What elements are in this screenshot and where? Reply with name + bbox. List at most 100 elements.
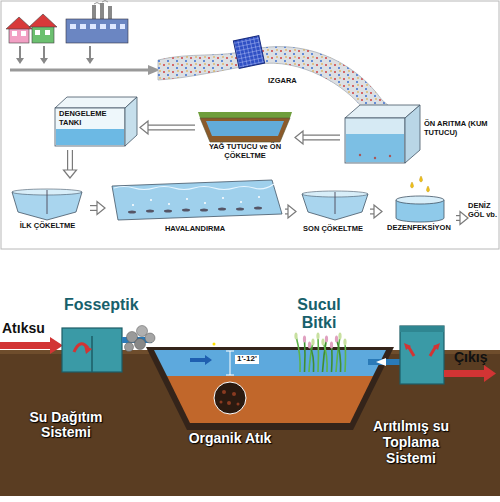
organic-waste	[232, 392, 236, 396]
houses	[9, 28, 29, 43]
wetland-basin	[146, 347, 394, 430]
aeration-basin	[254, 207, 262, 210]
aeration-basin	[168, 203, 170, 205]
distribution-label: Su Dağıtım Sistemi	[14, 410, 118, 441]
frame	[1, 1, 499, 249]
aquatic-plants	[338, 333, 341, 340]
sewer-pipes	[10, 69, 150, 72]
aeration-basin	[146, 210, 154, 213]
outflow-label: Çıkış	[454, 350, 498, 365]
arrow-head	[460, 212, 468, 225]
septic-tank	[62, 328, 122, 372]
aquatic-plants	[311, 339, 314, 346]
aquatic-plants	[331, 345, 333, 372]
houses	[32, 26, 54, 43]
factory	[70, 24, 76, 29]
arrow-shaft	[302, 136, 340, 140]
organic-waste	[237, 403, 240, 406]
houses	[35, 30, 40, 35]
collection-unit: Arıtılmış su Toplama Sistemi	[350, 322, 472, 472]
station-label: IZGARA	[268, 77, 300, 86]
equalization-tank	[55, 97, 137, 146]
primary-clarifier-station: İLK ÇÖKELTME	[5, 178, 90, 238]
flow-arrow	[140, 121, 195, 134]
depth-dimension: 1'-12'	[235, 355, 259, 364]
disinfection-tank	[396, 196, 444, 204]
grit-chamber	[405, 105, 420, 163]
distribution-rocks	[135, 339, 146, 350]
grit-chamber	[346, 134, 404, 162]
grease-trap	[200, 118, 290, 142]
distribution-rocks	[125, 343, 134, 352]
aquatic-plants	[294, 333, 346, 373]
aeration-basin	[128, 211, 136, 214]
aquatic-plants	[330, 342, 333, 349]
depth-marker	[213, 343, 216, 346]
aeration-basin	[182, 209, 190, 212]
wetland-basin	[190, 355, 212, 365]
organic-waste	[227, 401, 231, 405]
arrow-head	[288, 205, 296, 218]
station-label: Fosseptik	[64, 296, 150, 314]
grit-chamber	[359, 154, 361, 156]
station-label: YAĞ TUTUCU ve ÖN ÇÖKELTME	[206, 143, 284, 160]
grit-chamber-station: ÖN ARITMA (KUM TUTUCU)	[340, 100, 498, 170]
flow-arrow	[64, 150, 77, 178]
aeration-basin	[132, 196, 260, 206]
houses	[21, 31, 26, 36]
factory	[94, 1, 108, 5]
depth-marker	[226, 351, 234, 352]
arrow-shaft	[147, 125, 195, 131]
wetland-basin	[154, 350, 386, 376]
aquatic-plants	[303, 336, 306, 343]
frame	[1, 1, 499, 249]
station-label: DENGELEME TANKI	[59, 110, 121, 127]
aeration-basin	[112, 180, 282, 220]
station-label: DENİZ GÖL vb.	[468, 202, 498, 219]
depth-marker	[230, 351, 231, 375]
plant-label: Sucul Bitki	[286, 296, 352, 331]
factory	[120, 24, 125, 29]
receiving-water: DENİZ GÖL vb.	[468, 198, 498, 238]
aquatic-plants	[308, 342, 311, 349]
aquatic-plants	[316, 333, 319, 340]
outlet-arrow	[484, 365, 496, 382]
aquatic-plants	[296, 336, 300, 372]
outlet-pipe	[368, 358, 400, 366]
houses	[12, 31, 17, 36]
aeration-basin	[164, 210, 172, 213]
collection-tank	[408, 346, 436, 356]
aquatic-plants	[317, 336, 319, 372]
secondary-clarifier	[302, 191, 368, 220]
aquatic-plants	[304, 339, 306, 372]
arrow-head	[140, 121, 148, 134]
outlet-pipe	[376, 358, 386, 366]
arrow-shaft	[68, 150, 72, 171]
organic-waste	[222, 390, 226, 394]
grease-trap	[198, 112, 292, 142]
aeration-station: HAVALANDIRMA	[105, 175, 285, 240]
aeration-basin	[240, 201, 242, 203]
secondary-clarifier	[335, 192, 336, 214]
station-label: SON ÇÖKELTME	[296, 225, 370, 234]
equalization-tank	[125, 97, 137, 146]
depth-marker	[213, 343, 235, 376]
waste-stream	[158, 47, 396, 112]
arrow-head	[295, 131, 303, 144]
organic-waste	[214, 382, 246, 414]
aeration-basin	[112, 180, 282, 220]
aquatic-plants	[337, 339, 341, 372]
aeration-basin	[114, 184, 274, 190]
outlet-arrow	[444, 365, 496, 382]
grease-trap	[206, 121, 284, 136]
aeration-basin	[218, 208, 226, 211]
houses	[6, 17, 32, 29]
aquatic-plants	[310, 345, 314, 372]
flow-arrow	[90, 202, 105, 215]
collection-tank	[433, 343, 440, 350]
disinfection-station: DEZENFEKSİYON	[382, 180, 456, 240]
aquatic-plants	[294, 333, 297, 340]
outlet-pipe	[368, 359, 400, 365]
arrow-shaft	[67, 150, 73, 171]
